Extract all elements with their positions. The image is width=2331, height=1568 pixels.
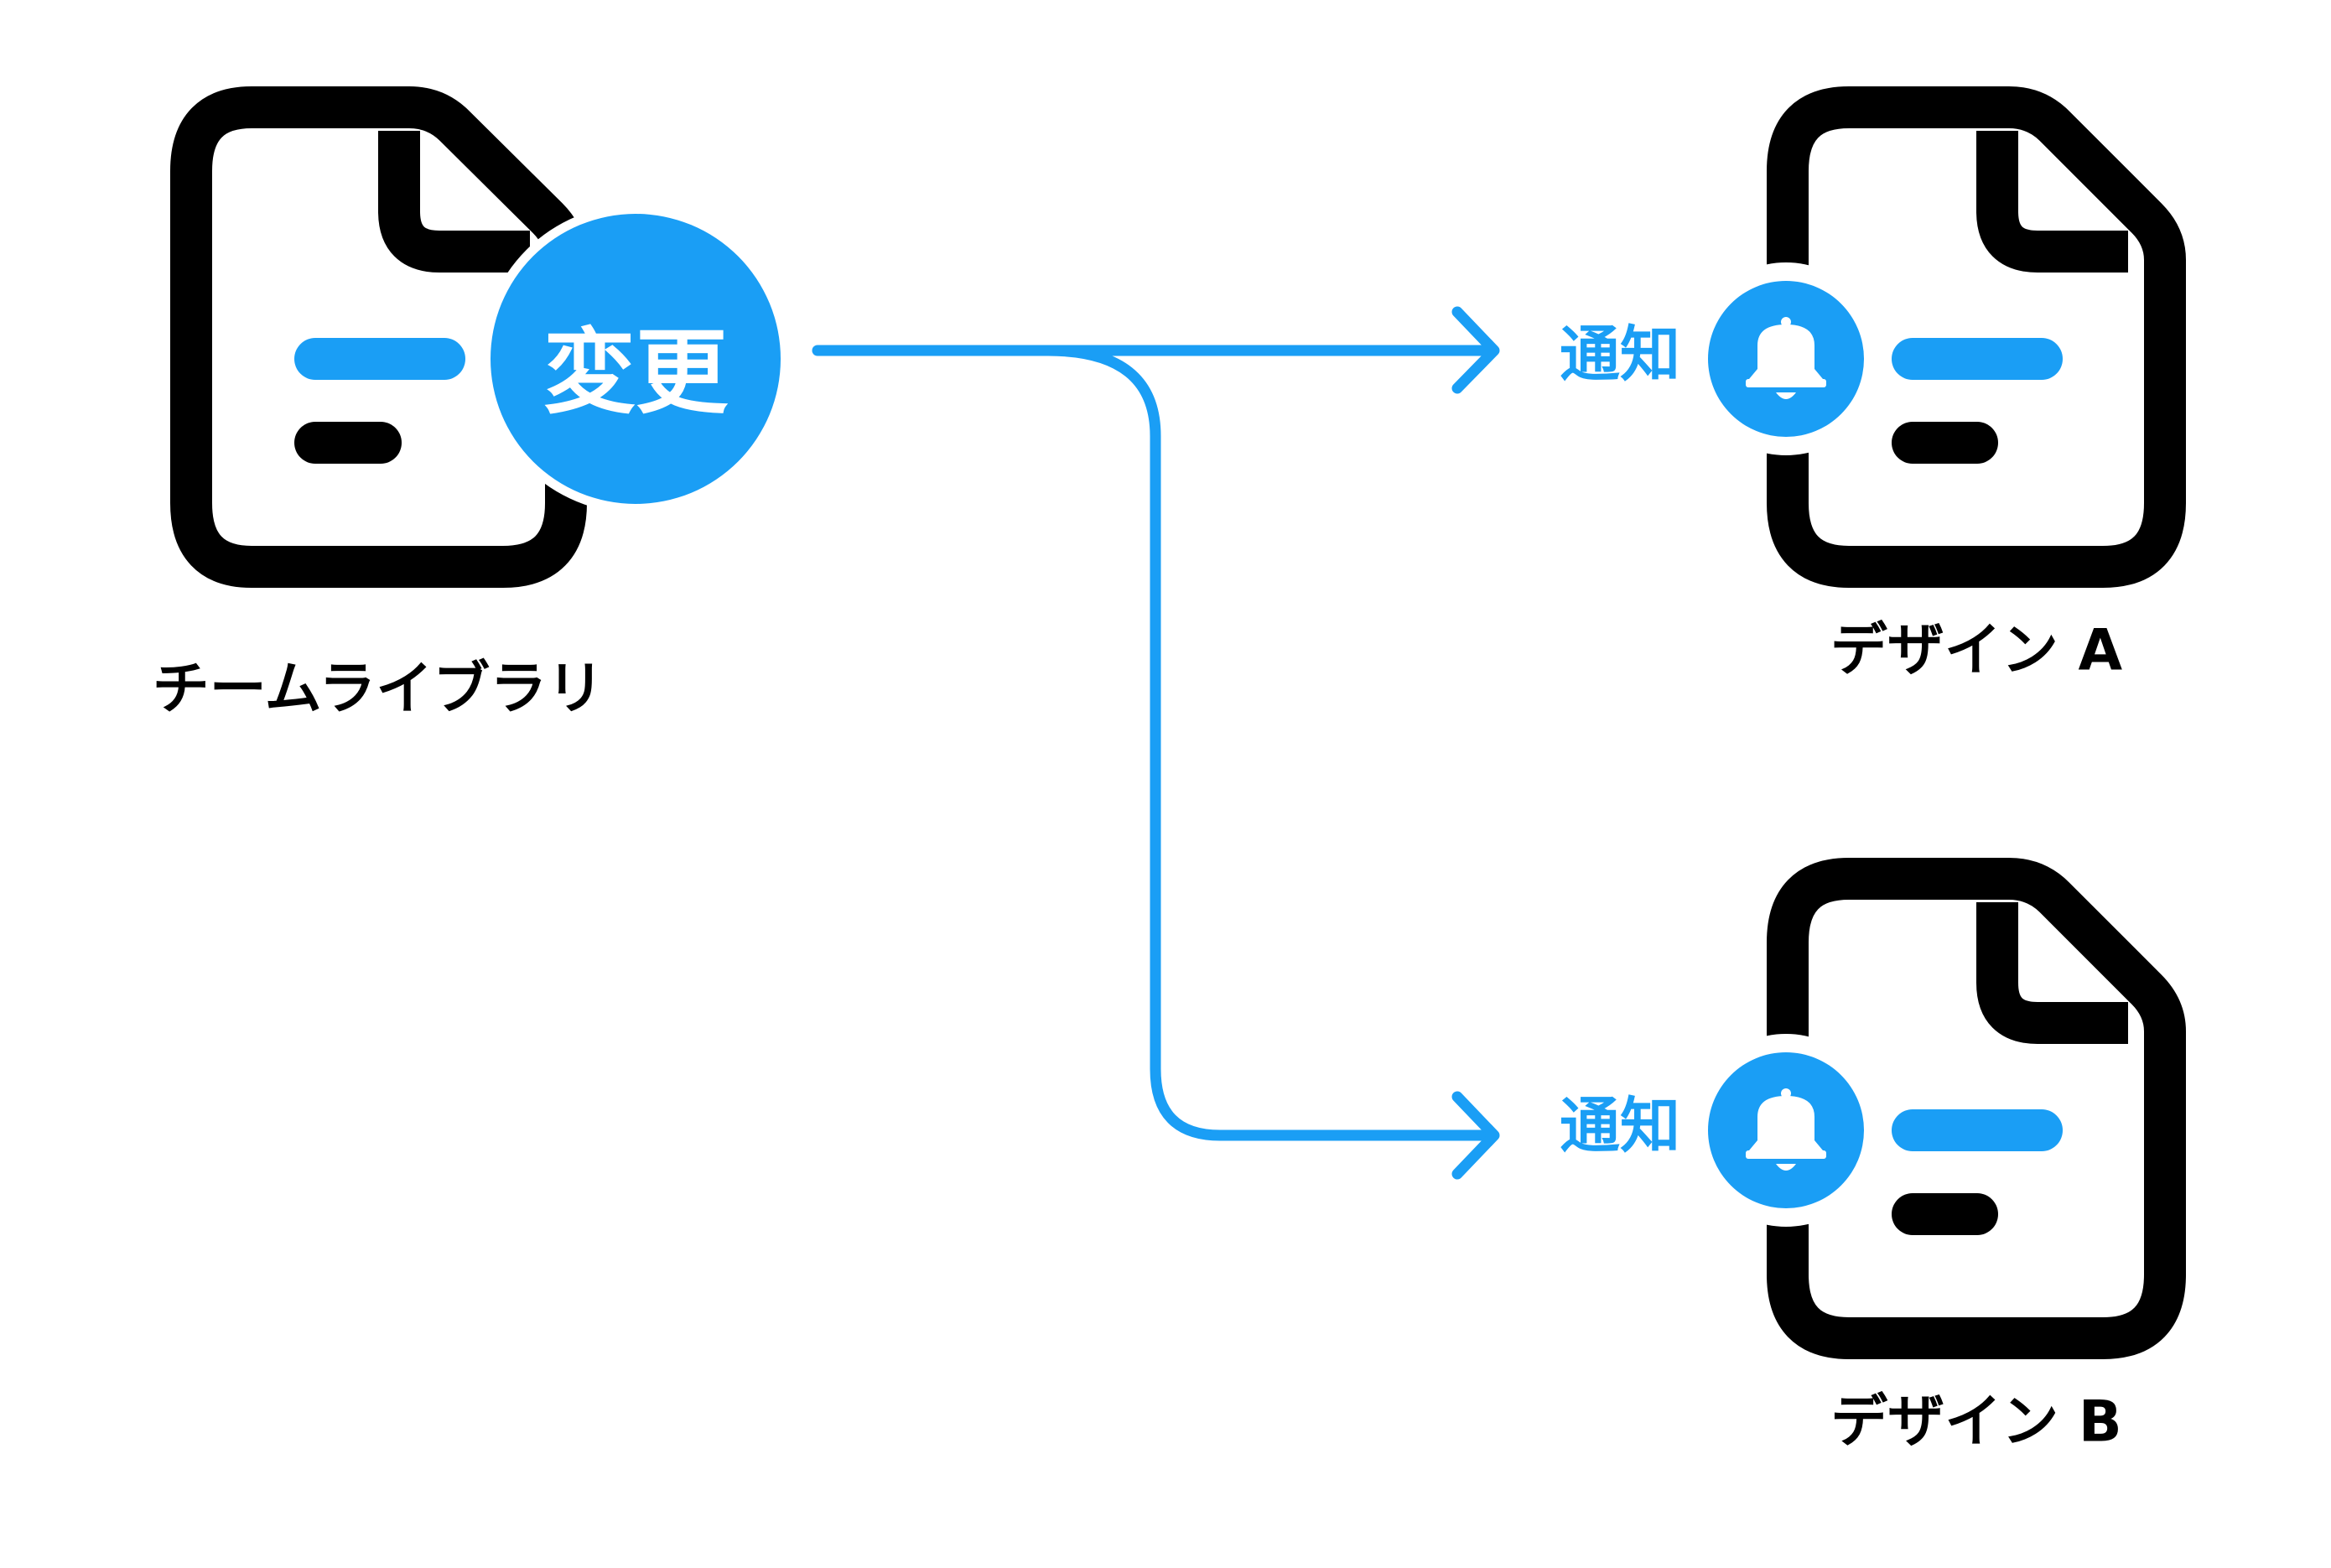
change-badge: 変更 (481, 205, 790, 513)
notify-label-b: 通知 (1560, 1091, 1680, 1161)
design-b-label: デザイン B (1830, 1389, 2122, 1456)
bell-icon (1746, 317, 1826, 399)
source-document-icon (170, 86, 587, 588)
bell-badge-b (1690, 1034, 1882, 1227)
design-a-label: デザイン A (1830, 618, 2123, 684)
bell-icon (1746, 1088, 1826, 1171)
notify-label-a: 通知 (1560, 319, 1680, 390)
bell-badge-a (1690, 262, 1882, 455)
design-a-document-icon (1767, 86, 2186, 588)
arrowhead-design-b (1451, 1091, 1500, 1180)
design-b-document-icon (1767, 858, 2186, 1359)
arrowhead-design-a (1451, 306, 1500, 394)
connector-lines (812, 306, 1500, 1180)
team-library-label: チームライブラリ (153, 657, 605, 723)
connector-to-design-b (1042, 345, 1497, 1141)
change-badge-text: 変更 (543, 319, 729, 426)
